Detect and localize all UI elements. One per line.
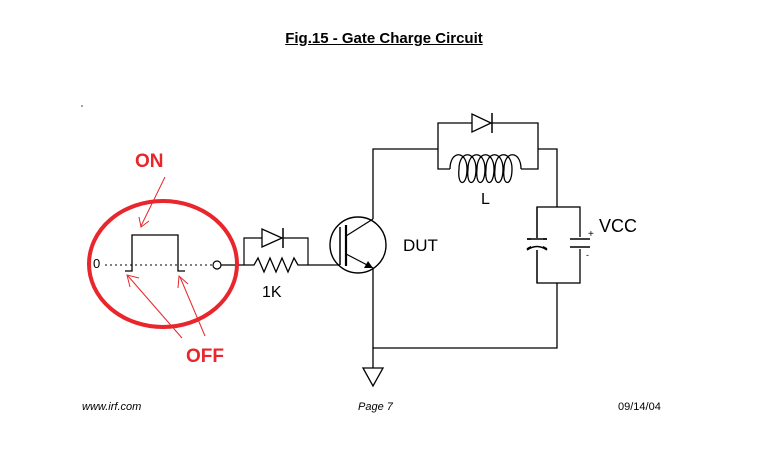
gate-diode-symbol [261, 227, 284, 249]
cap1-gap [531, 238, 543, 250]
inductor-label: L [481, 191, 490, 208]
cap2-plus-sign: + [588, 229, 594, 240]
figure-title: Fig.15 - Gate Charge Circuit [285, 30, 483, 47]
vcc-label: VCC [599, 216, 637, 236]
cap2-minus-sign: - [586, 250, 589, 260]
gate-network-top-left-wire [243, 237, 262, 265]
footer-website: www.irf.com [82, 401, 142, 413]
vcc-top-wire [538, 148, 558, 207]
freewheel-left-wire [437, 122, 472, 149]
dut-transistor-symbol [329, 216, 387, 274]
on-annotation: ON [135, 151, 164, 172]
off-arrow-right-head [177, 274, 189, 289]
footer-date: 09/14/04 [618, 401, 661, 413]
pulse-zero-label: 0 [93, 256, 100, 271]
cap1-plate-b [526, 245, 548, 251]
inductor-right-lead [521, 149, 539, 170]
pulse-output-terminal [212, 260, 222, 270]
supply-capacitor-frame [536, 206, 581, 284]
off-annotation: OFF [186, 346, 224, 367]
freewheel-diode-symbol [471, 112, 493, 134]
off-arrow-left-head [126, 274, 140, 288]
on-arrow-head [138, 216, 150, 228]
inductor-symbol [449, 154, 522, 184]
collector-wire [372, 148, 438, 219]
cap2-gap [574, 237, 586, 249]
stray-dot [81, 105, 83, 107]
inductor-left-lead [437, 149, 450, 170]
off-arrow-right-line [179, 276, 206, 337]
gate-pulse-waveform [125, 234, 185, 272]
freewheel-right-wire [492, 122, 539, 149]
return-wire [372, 268, 558, 349]
dut-label: DUT [403, 236, 438, 255]
annotation-circle [87, 199, 239, 329]
off-arrow-left-line [127, 275, 183, 339]
gate-resistor-symbol [244, 256, 308, 274]
gate-network-top-right-wire [283, 237, 309, 265]
dut-collector-leg [345, 218, 374, 237]
footer-page-number: Page 7 [358, 401, 393, 413]
on-arrow-line [140, 176, 166, 227]
ground-symbol [361, 367, 385, 388]
dut-emitter-arrow [364, 261, 373, 268]
resistor-label: 1K [262, 284, 282, 301]
